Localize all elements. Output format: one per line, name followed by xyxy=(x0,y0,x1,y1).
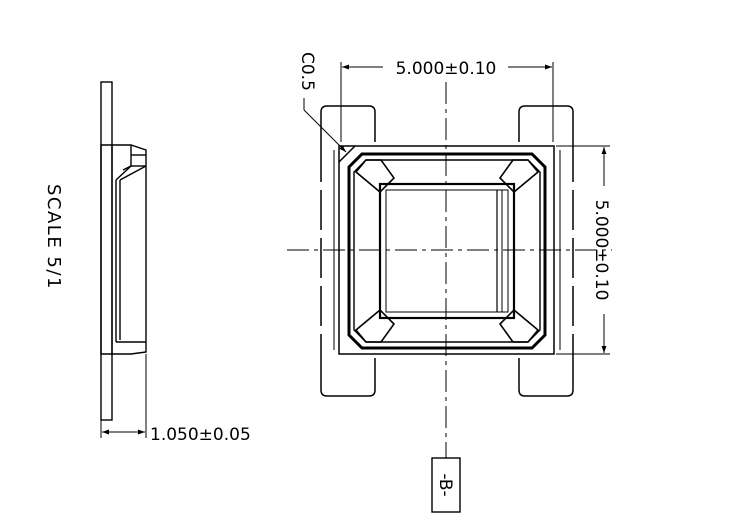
chamfer-leader xyxy=(303,98,347,153)
width-dimension xyxy=(340,62,554,142)
corner-bevel-br xyxy=(498,308,540,343)
width-dimension-label: 5.000±0.10 xyxy=(396,59,497,79)
corner-bevel-tr xyxy=(498,159,540,194)
terminal-bottom-right xyxy=(518,358,574,397)
corner-bevel-bl xyxy=(354,308,396,343)
datum-box xyxy=(431,457,461,513)
terminal-top-right xyxy=(518,105,574,142)
inner-window xyxy=(378,182,516,320)
center-lines xyxy=(287,82,612,458)
height-dimension xyxy=(556,145,610,355)
scale-label: SCALE 5/1 xyxy=(43,184,64,290)
height-dimension-label: 5.000±0.10 xyxy=(591,200,611,301)
datum-label: -B- xyxy=(435,473,455,496)
terminal-top-left xyxy=(320,105,376,142)
terminal-bottom-left xyxy=(320,358,376,397)
corner-bevel-tl xyxy=(354,159,396,194)
side-view xyxy=(100,81,147,438)
thickness-dimension-label: 1.050±0.05 xyxy=(150,425,251,445)
front-view xyxy=(320,105,574,397)
chamfer-label: C0.5 xyxy=(297,52,317,91)
